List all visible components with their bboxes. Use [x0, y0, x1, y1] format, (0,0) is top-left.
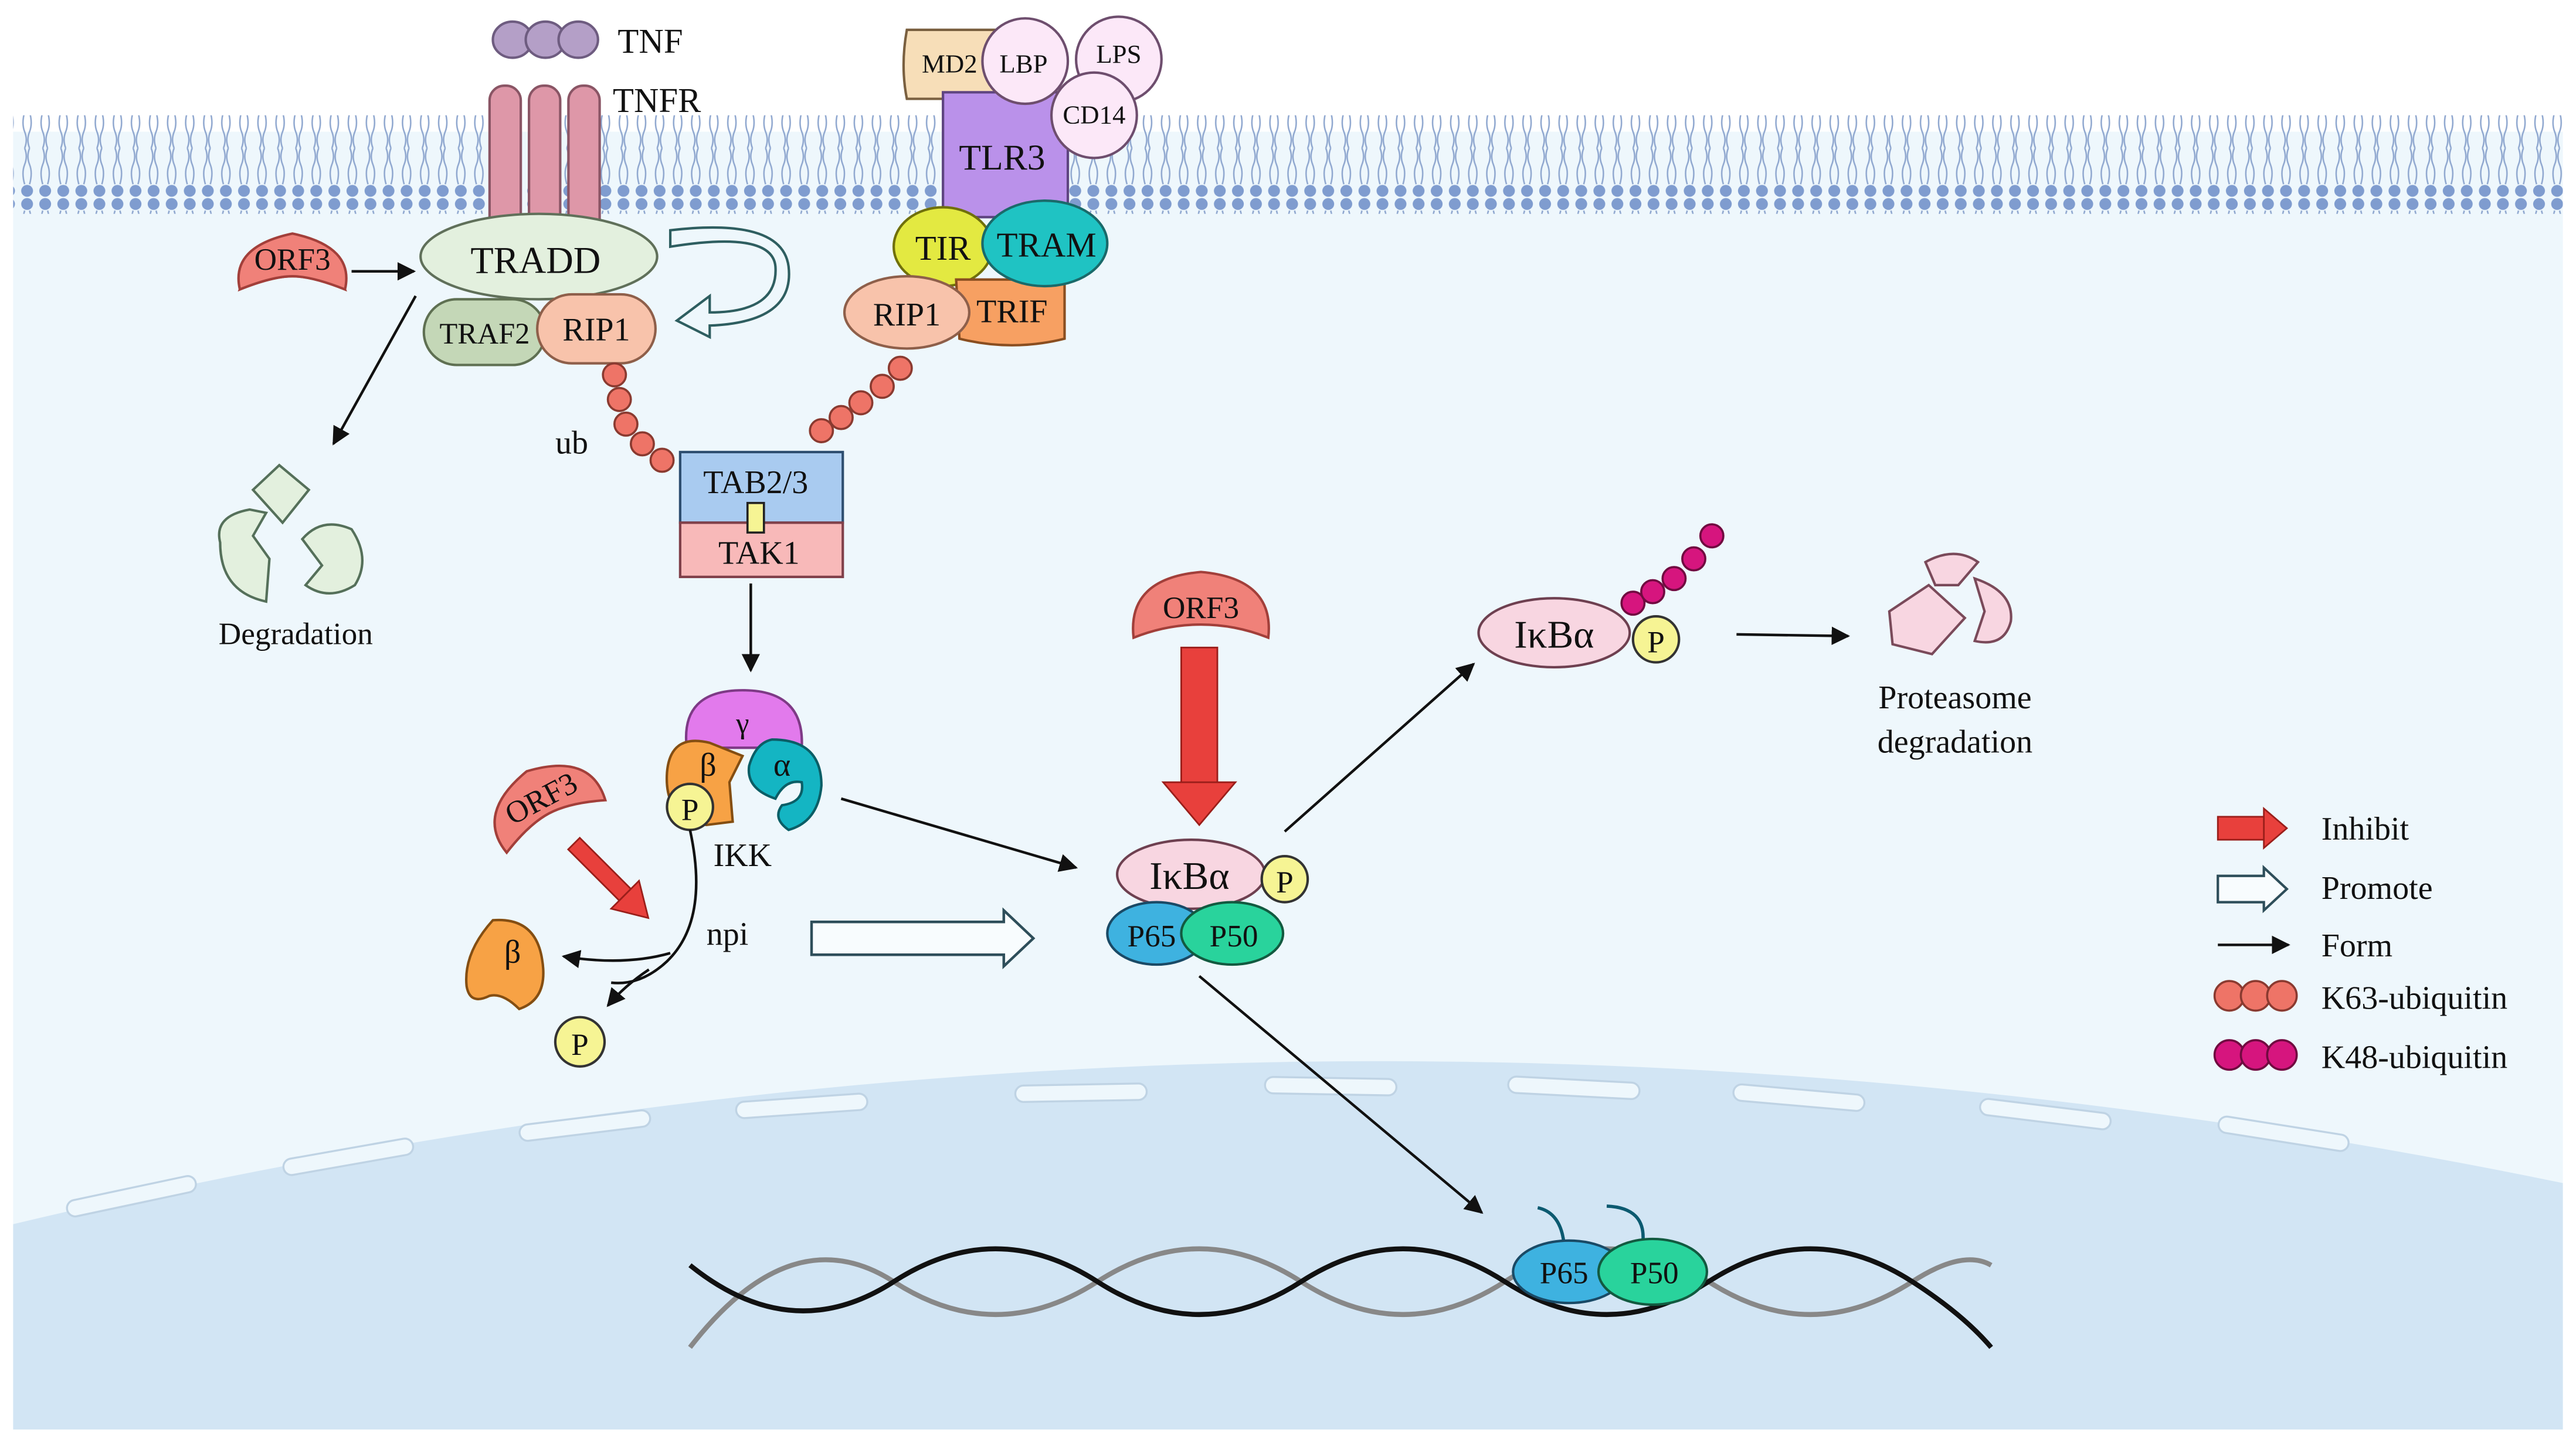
- tak1-label: TAK1: [718, 535, 800, 571]
- p50-nuc-tail: [1606, 1204, 1645, 1243]
- legend-label-promote: Promote: [2322, 870, 2433, 907]
- form-arrow-to-degradation: [332, 295, 417, 446]
- form-arrow-to-ikba-right: [1284, 663, 1475, 833]
- ikba-protein-right: [1477, 597, 1631, 669]
- legend-label-inhibit: Inhibit: [2322, 811, 2409, 847]
- ikk-alpha-subunit: [747, 738, 823, 831]
- legend-label-form: Form: [2322, 928, 2392, 964]
- form-arrow-ikk-to-ikba: [840, 797, 1078, 872]
- k48-ubiquitin-icon: [2213, 1039, 2298, 1071]
- form-arrow-to-nucleus: [1198, 975, 1484, 1214]
- orf3-label-top: ORF3: [254, 242, 331, 277]
- lps-label: LPS: [1096, 39, 1141, 69]
- degraded-fragments-icon: [218, 463, 364, 603]
- ikk-gamma-subunit: [684, 689, 803, 749]
- free-beta-label: β: [504, 934, 521, 970]
- tradd-protein: [419, 212, 659, 301]
- rip1-label-tlr: RIP1: [873, 297, 941, 333]
- form-arrow-to-proteasome: [1736, 626, 1851, 645]
- tradd-label: TRADD: [470, 240, 600, 281]
- nucleus: [13, 1061, 2563, 1430]
- orf3-body-top: [237, 232, 348, 291]
- promote-arrow-npi: [810, 907, 1036, 970]
- legend-label-k63: K63-ubiquitin: [2322, 980, 2507, 1017]
- tnfr-label: TNFR: [613, 82, 701, 120]
- cd14-label: CD14: [1063, 100, 1125, 130]
- dna-strand-b: [688, 1246, 1993, 1349]
- tnf-label: TNF: [617, 22, 683, 60]
- ikba-phosphate-center: [1260, 855, 1309, 904]
- tram-label: TRAM: [997, 226, 1097, 264]
- rip1-label-tnf: RIP1: [562, 311, 630, 348]
- rip1-protein-tlr: [843, 275, 971, 350]
- p65-label-center: P65: [1128, 919, 1176, 953]
- p65-label-nucleus: P65: [1540, 1256, 1589, 1291]
- cd14-protein: [1050, 71, 1138, 159]
- k63-chain-right: [809, 355, 913, 443]
- ub-label: ub: [555, 425, 588, 461]
- npi-label: npi: [707, 916, 749, 952]
- tab23-label: TAB2/3: [703, 464, 808, 501]
- tram-protein: [981, 199, 1109, 288]
- ikk-beta-label: β: [700, 747, 717, 783]
- tlr3-receptor: [942, 91, 1070, 219]
- p50-protein-center: [1180, 901, 1285, 966]
- p50-label-center: P50: [1210, 919, 1258, 953]
- inhibit-arrow-mid: [566, 836, 650, 919]
- tab-tak1-linker: [746, 501, 765, 534]
- lbp-label: LBP: [999, 49, 1047, 79]
- red-block-arrow-icon: [2217, 806, 2289, 850]
- trif-label: TRIF: [976, 294, 1047, 330]
- p65-nuc-tail: [1537, 1206, 1566, 1244]
- k63-chain-left: [602, 362, 675, 473]
- md2-label: MD2: [922, 49, 978, 79]
- ikba-phosphate-right: [1631, 615, 1681, 664]
- ikba-label-center: IκBα: [1149, 854, 1229, 898]
- p50-protein-nucleus: [1597, 1237, 1709, 1306]
- tlr3-label: TLR3: [959, 138, 1045, 178]
- tir-label: TIR: [915, 229, 972, 267]
- k48-chain: [1620, 523, 1725, 616]
- inhibit-arrow-center-head: [1161, 781, 1237, 827]
- cell-membrane: [13, 115, 2563, 214]
- ikk-gamma-label: γ: [735, 707, 749, 739]
- rip1-protein-tnf: [536, 293, 657, 365]
- tnf-ligand: [491, 20, 599, 59]
- md2-protein: [902, 28, 1010, 100]
- k63-ubiquitin-icon: [2213, 980, 2298, 1012]
- ikba-phosphate-label-right: P: [1647, 625, 1665, 660]
- proteasome-label-line1: Proteasome: [1878, 680, 2031, 716]
- ikk-label: IKK: [714, 837, 772, 874]
- orf3-label-center: ORF3: [1163, 590, 1239, 625]
- legend: Inhibit Promote Form K63-ubiquitin K48-u…: [2213, 806, 2507, 1076]
- nuclear-pores: [66, 1075, 2350, 1218]
- legend-label-k48: K48-ubiquitin: [2322, 1040, 2507, 1076]
- inhibit-arrow-center-shaft: [1180, 646, 1219, 787]
- tnfr-receptor: [488, 84, 601, 235]
- recycle-arrow-icon: [668, 226, 790, 340]
- proteasome-fragments-icon: [1888, 552, 2012, 656]
- trif-protein: [955, 278, 1066, 347]
- traf2-label: TRAF2: [439, 317, 530, 350]
- hollow-arrow-icon: [2217, 864, 2289, 914]
- proteasome-label-line2: degradation: [1878, 724, 2032, 761]
- lbp-protein: [981, 17, 1070, 106]
- free-beta-subunit: [465, 918, 545, 1011]
- free-phosphate-label: P: [571, 1027, 589, 1062]
- ikba-label-right: IκBα: [1514, 612, 1594, 656]
- ikk-phosphate-label: P: [681, 793, 699, 827]
- ikk-alpha-label: α: [773, 747, 790, 783]
- degradation-label: Degradation: [219, 617, 373, 651]
- p50-label-nucleus: P50: [1630, 1256, 1679, 1291]
- form-arrow-to-free-beta: [561, 950, 671, 969]
- ikba-phosphate-label-center: P: [1276, 865, 1294, 899]
- form-arrow-to-free-p: [606, 968, 650, 1007]
- free-phosphate: [554, 1016, 606, 1068]
- orf3-protein-center: [1132, 571, 1270, 640]
